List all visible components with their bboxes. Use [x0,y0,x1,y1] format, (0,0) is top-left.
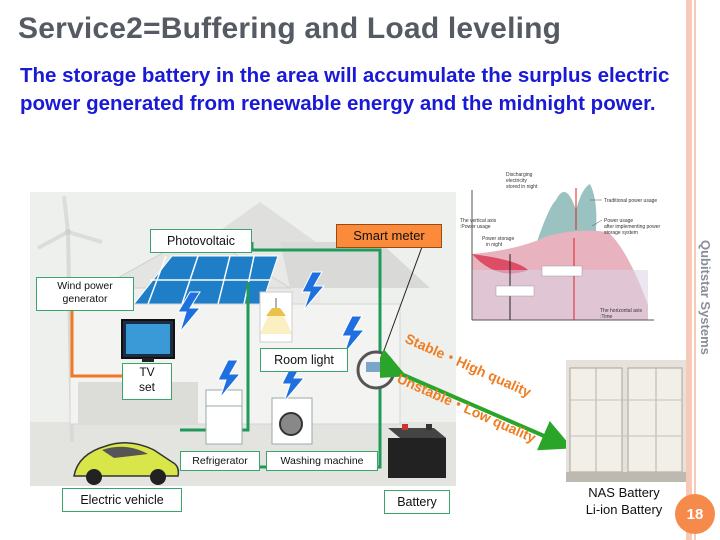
sidebar-brand-text: Qubitstar Systems [698,240,713,355]
electric-vehicle-label: Electric vehicle [62,488,182,512]
ceiling-light-icon [259,291,293,343]
bolt-tv-icon [177,291,202,333]
wind-power-label: Wind power generator [36,277,134,311]
wind-power-label-line1: Wind power [57,280,113,292]
sidebar-brand: Qubitstar Systems [690,240,720,380]
nas-battery-line1: NAS Battery [588,485,660,500]
slide-subtitle: The storage battery in the area will acc… [20,64,670,115]
graph-label-horizontal-2: :Time [600,314,613,320]
slide-title: Service2=Buffering and Load leveling [18,12,562,45]
graph-label-after-1: Power usage [604,218,633,224]
graph-label-discharging-3: stored in night [506,184,538,190]
washing-machine-icon [271,397,313,445]
graph-label-vertical-2: :Power usage [460,224,491,230]
load-leveling-graph: Discharging electricity stored in night … [458,170,680,330]
double-arrow-icon [380,348,573,451]
bolt-light-icon [301,271,326,311]
graph-label-vertical-1: The vertical axis [460,218,497,224]
photovoltaic-label: Photovoltaic [150,229,252,253]
graph-label-discharging-2: electricity [506,178,527,184]
decorative-rule [686,0,692,540]
tv-set-label: TV set [122,363,172,400]
graph-label-horizontal-1: The horizontal axis [600,308,642,314]
refrigerator-label: Refrigerator [180,451,260,471]
graph-label-after-2: after implementing power [604,224,660,230]
graph-label-after-3: storage system [604,230,638,236]
nas-battery-caption: NAS Battery Li-ion Battery [568,484,680,518]
washing-machine-label: Washing machine [266,451,378,471]
bolt-meter-icon [341,315,366,355]
tv-set-label-line2: set [138,380,155,394]
smart-meter-label: Smart meter [336,224,442,248]
tv-set-label-line1: TV [139,365,155,379]
nas-battery-line2: Li-ion Battery [585,502,663,517]
green-wiring-inner [180,282,250,432]
decorative-rule-thin [694,0,696,540]
refrigerator-icon [205,389,243,445]
bolt-fridge-icon [217,359,242,399]
graph-label-traditional: Traditional power usage [604,198,657,204]
electric-vehicle-icon [73,442,180,485]
graph-label-storage-1: Power storage [482,236,514,242]
battery-label: Battery [384,490,450,514]
graph-label-discharging-1: Discharging [506,172,533,178]
wind-power-label-line2: generator [62,293,108,305]
nas-battery-image [566,360,686,482]
quality-arrows: Stable・High quality Unstable・Low quality [380,330,573,451]
tv-icon [121,319,175,362]
graph-label-storage-2: in night [486,242,503,248]
lightning-icons [177,271,366,403]
room-light-label: Room light [260,348,348,372]
page-number-badge: 18 [675,494,715,534]
